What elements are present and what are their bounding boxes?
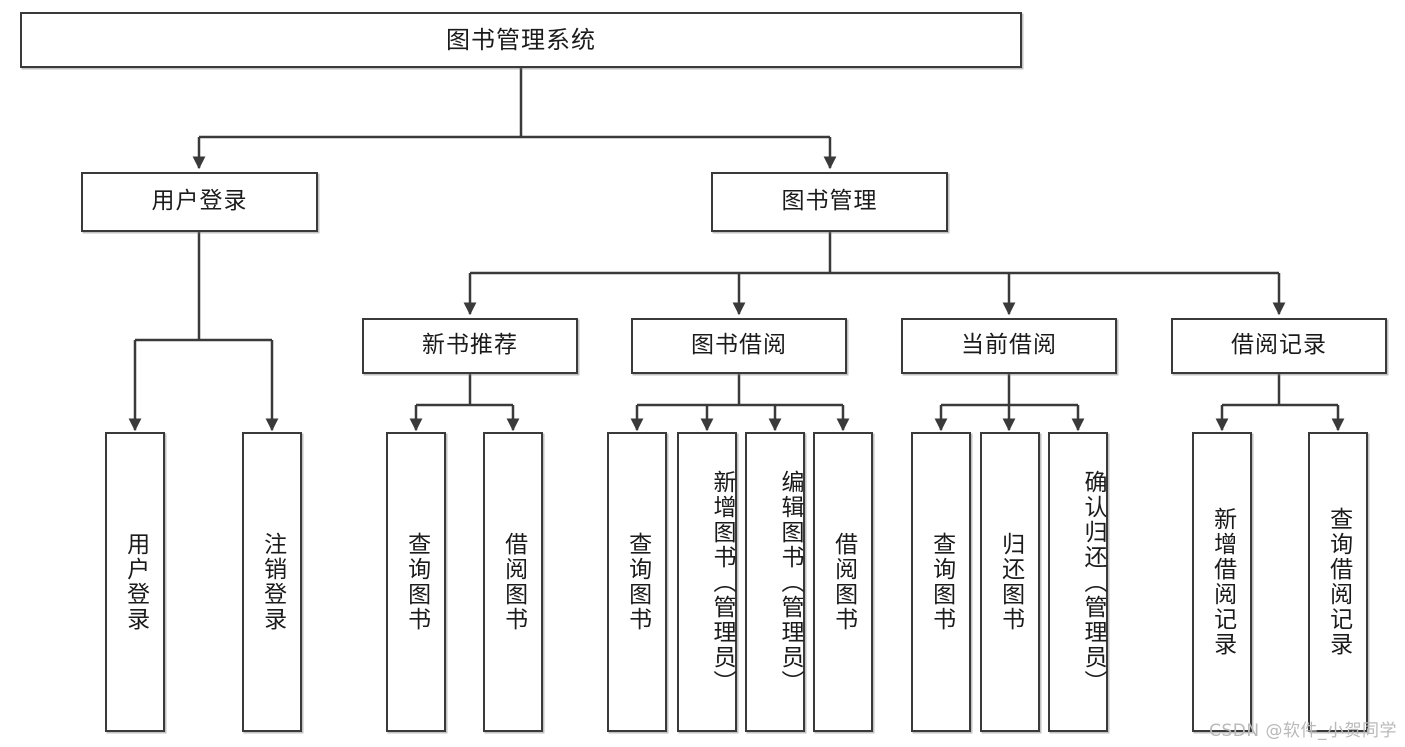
node-user-login-label: 用户登录: [151, 188, 248, 215]
node-book-manage[interactable]: 图书管理: [711, 172, 948, 232]
node-leaf-query-book-3-label: 查询图书: [928, 532, 955, 632]
node-root-label: 图书管理系统: [446, 25, 596, 54]
node-leaf-query-book-2[interactable]: 查询图书: [607, 432, 667, 732]
node-book-borrow[interactable]: 图书借阅: [631, 318, 847, 374]
node-current-borrow-label: 当前借阅: [961, 332, 1057, 359]
node-borrow-record-label: 借阅记录: [1231, 332, 1327, 359]
node-leaf-user-login[interactable]: 用户登录: [105, 432, 165, 732]
node-borrow-record[interactable]: 借阅记录: [1171, 318, 1387, 374]
node-new-book-recommend[interactable]: 新书推荐: [362, 318, 578, 374]
node-book-manage-label: 图书管理: [781, 188, 878, 215]
node-leaf-query-record-label: 查询借阅记录: [1325, 507, 1352, 657]
node-leaf-return-book-label: 归还图书: [997, 532, 1024, 632]
node-leaf-query-record[interactable]: 查询借阅记录: [1308, 432, 1368, 732]
node-leaf-borrow-book-1-label: 借阅图书: [500, 532, 527, 632]
node-leaf-add-record[interactable]: 新增借阅记录: [1192, 432, 1252, 732]
node-leaf-user-login-label: 用户登录: [122, 532, 149, 632]
node-leaf-borrow-book-2-label: 借阅图书: [830, 532, 857, 632]
node-leaf-borrow-book-2[interactable]: 借阅图书: [813, 432, 873, 732]
node-leaf-add-record-label: 新增借阅记录: [1209, 507, 1236, 657]
node-leaf-return-book[interactable]: 归还图书: [980, 432, 1040, 732]
node-leaf-edit-book[interactable]: 编辑图书（管理员）: [745, 432, 805, 732]
node-leaf-add-book[interactable]: 新增图书（管理员）: [677, 432, 737, 732]
node-leaf-query-book-3[interactable]: 查询图书: [911, 432, 971, 732]
node-leaf-add-book-label: 新增图书（管理员）: [709, 469, 735, 695]
node-leaf-query-book-1-label: 查询图书: [403, 532, 430, 632]
node-book-borrow-label: 图书借阅: [691, 332, 787, 359]
node-new-book-recommend-label: 新书推荐: [422, 332, 518, 359]
node-leaf-borrow-book-1[interactable]: 借阅图书: [483, 432, 543, 732]
node-current-borrow[interactable]: 当前借阅: [901, 318, 1117, 374]
node-leaf-confirm-return[interactable]: 确认归还（管理员）: [1048, 432, 1108, 732]
node-leaf-logout[interactable]: 注销登录: [242, 432, 302, 732]
csdn-watermark: CSDN @软件_小贺同学: [1209, 721, 1397, 741]
node-root[interactable]: 图书管理系统: [20, 12, 1022, 68]
node-leaf-query-book-2-label: 查询图书: [624, 532, 651, 632]
node-leaf-edit-book-label: 编辑图书（管理员）: [777, 469, 803, 695]
node-user-login[interactable]: 用户登录: [81, 172, 318, 232]
node-leaf-confirm-return-label: 确认归还（管理员）: [1080, 469, 1106, 695]
node-leaf-logout-label: 注销登录: [259, 532, 286, 632]
node-leaf-query-book-1[interactable]: 查询图书: [386, 432, 446, 732]
